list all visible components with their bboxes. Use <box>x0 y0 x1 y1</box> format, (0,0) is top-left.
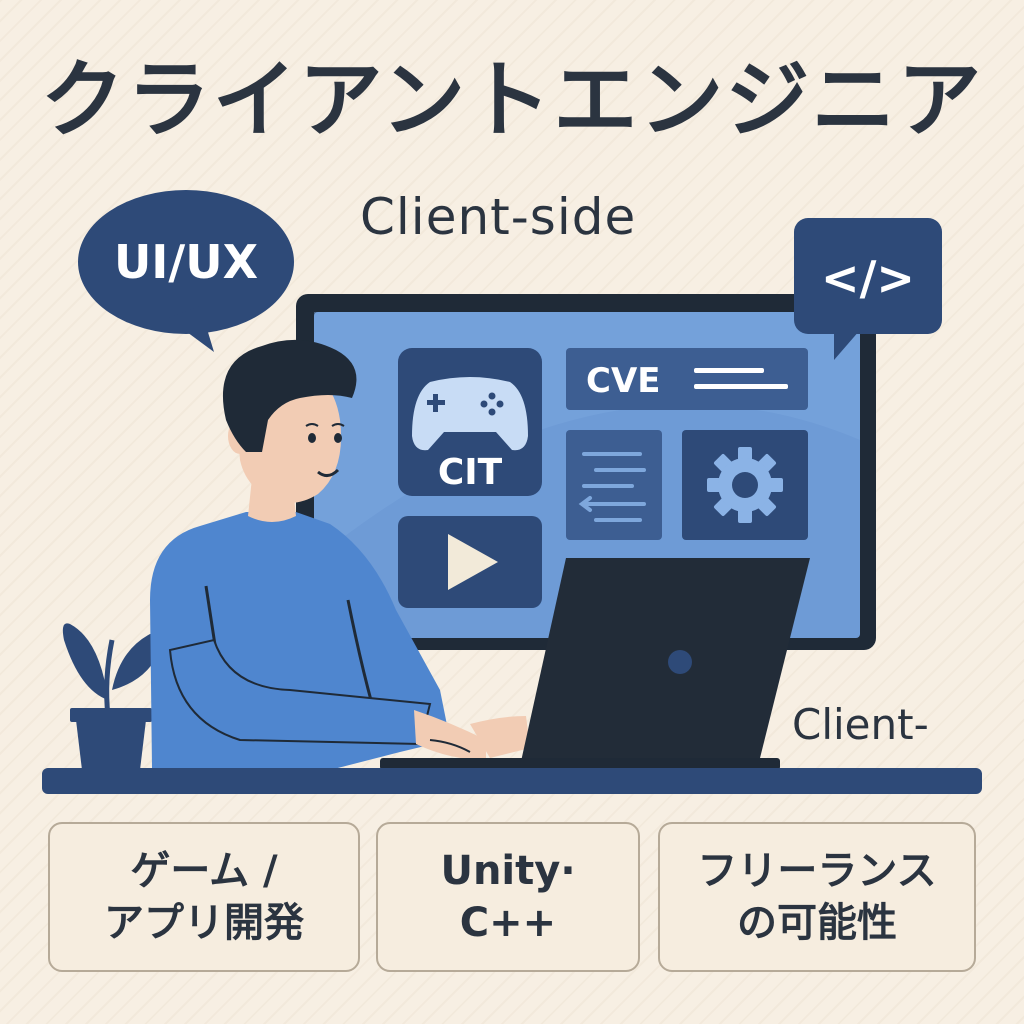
card-line: フリーランス <box>697 848 937 894</box>
list-tile[interactable] <box>566 430 662 540</box>
feature-card-freelance[interactable]: フリーランス の可能性 <box>658 822 976 972</box>
secondary-label: Client- <box>792 700 929 749</box>
card-line: の可能性 <box>737 900 897 946</box>
card-line: C++ <box>459 900 557 946</box>
code-icon: </> <box>821 251 915 305</box>
feature-card-unity-cpp[interactable]: Unity· C++ <box>376 822 640 972</box>
uiux-speech-bubble: UI/UX <box>78 190 294 352</box>
gear-icon <box>707 447 783 523</box>
plant-icon <box>62 623 162 770</box>
person <box>150 339 530 770</box>
gamepad-tile[interactable]: CIT <box>398 348 542 496</box>
card-line: Unity· <box>440 848 576 894</box>
tile-label-cit: CIT <box>438 452 503 493</box>
play-icon <box>448 534 498 590</box>
cve-tile[interactable]: CVE <box>566 348 808 410</box>
uiux-label: UI/UX <box>114 235 258 289</box>
code-speech-bubble: </> <box>794 218 942 360</box>
laptop-icon[interactable] <box>380 558 810 770</box>
card-line: ゲーム / <box>130 848 278 894</box>
video-tile[interactable] <box>398 516 542 608</box>
list-icon <box>578 452 646 522</box>
subtitle: Client-side <box>360 188 637 246</box>
desk <box>42 768 982 794</box>
page-title: クライアントエンジニア <box>40 51 984 149</box>
gamepad-icon <box>412 377 528 451</box>
tile-label-cve: CVE <box>586 361 661 401</box>
card-line: アプリ開発 <box>104 900 304 946</box>
feature-card-game-app[interactable]: ゲーム / アプリ開発 <box>48 822 360 972</box>
gear-tile[interactable] <box>682 430 808 540</box>
